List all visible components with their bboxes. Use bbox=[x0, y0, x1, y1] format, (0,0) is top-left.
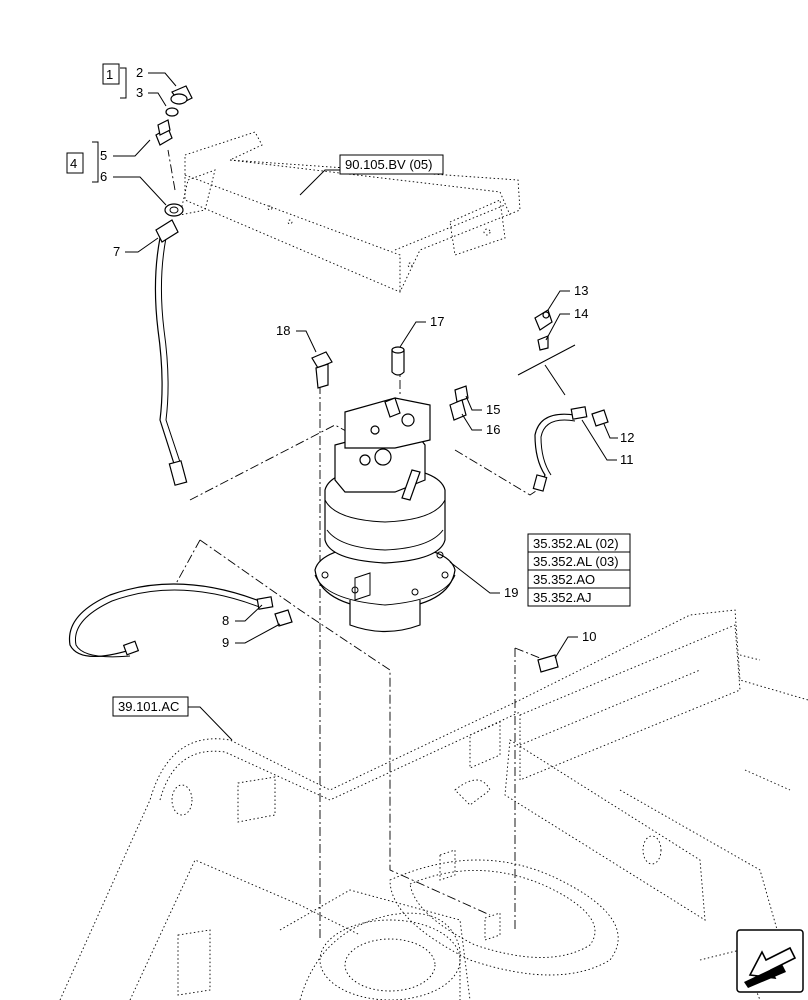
leader-lines bbox=[92, 67, 618, 741]
upper-frame bbox=[179, 131, 521, 293]
callout-2: 2 bbox=[136, 65, 143, 80]
chassis-ref-box[interactable] bbox=[112, 696, 189, 717]
fitting-16 bbox=[449, 399, 467, 421]
callout-18: 18 bbox=[276, 323, 290, 338]
motor-ref-link-1[interactable]: 35.352.AL (03) bbox=[533, 554, 619, 569]
frame-ref-box[interactable] bbox=[339, 154, 444, 175]
callout-10: 10 bbox=[582, 629, 596, 644]
hose-8 bbox=[68, 583, 274, 658]
callout-7: 7 bbox=[113, 244, 120, 259]
callout-3: 3 bbox=[136, 85, 143, 100]
cap-2 bbox=[170, 85, 193, 105]
o-ring-3 bbox=[165, 107, 179, 117]
motor-ref-link-0[interactable]: 35.352.AL (02) bbox=[533, 536, 619, 551]
fitting-15 bbox=[454, 385, 469, 403]
fitting-5 bbox=[155, 119, 173, 146]
callout-box-4 bbox=[66, 152, 84, 174]
callout-labels: 1 2 3 4 5 6 7 8 9 10 11 12 13 14 15 16 1… bbox=[66, 63, 634, 650]
callout-14: 14 bbox=[574, 306, 588, 321]
callout-6: 6 bbox=[100, 169, 107, 184]
callout-13: 13 bbox=[574, 283, 588, 298]
next-page-arrow-icon[interactable] bbox=[736, 929, 804, 993]
center-lines bbox=[144, 149, 546, 940]
callout-16: 16 bbox=[486, 422, 500, 437]
chassis-frame bbox=[59, 609, 808, 1000]
callout-17: 17 bbox=[430, 314, 444, 329]
callout-5: 5 bbox=[100, 148, 107, 163]
split-lines bbox=[517, 344, 576, 396]
reference-boxes[interactable]: 90.105.BV (05) 39.101.AC 35.352.AL (02) … bbox=[112, 154, 631, 717]
callout-19: 19 bbox=[504, 585, 518, 600]
callout-4: 4 bbox=[70, 156, 77, 171]
motor-ref-link-2[interactable]: 35.352.AO bbox=[533, 572, 595, 587]
callout-9: 9 bbox=[222, 635, 229, 650]
hose-11 bbox=[532, 406, 588, 492]
callout-8: 8 bbox=[222, 613, 229, 628]
hose-7 bbox=[154, 219, 188, 486]
fitting-10 bbox=[537, 654, 559, 673]
callout-1: 1 bbox=[106, 67, 113, 82]
frame-ref-link[interactable]: 90.105.BV (05) bbox=[345, 157, 432, 172]
motor-ref-link-3[interactable]: 35.352.AJ bbox=[533, 590, 592, 605]
screw-14 bbox=[537, 335, 549, 351]
pin-17 bbox=[391, 346, 405, 376]
callout-15: 15 bbox=[486, 402, 500, 417]
callout-11: 11 bbox=[620, 452, 634, 467]
swing-motor-19 bbox=[314, 397, 456, 633]
motor-ref-box-3[interactable] bbox=[527, 587, 631, 607]
callout-box-1 bbox=[102, 63, 120, 85]
o-ring-6 bbox=[164, 203, 184, 217]
bracket-13 bbox=[534, 309, 553, 331]
fitting-12 bbox=[591, 409, 609, 427]
fitting-9 bbox=[274, 609, 293, 627]
callout-12: 12 bbox=[620, 430, 634, 445]
chassis-ref-link[interactable]: 39.101.AC bbox=[118, 699, 179, 714]
bolt-18 bbox=[311, 351, 333, 389]
